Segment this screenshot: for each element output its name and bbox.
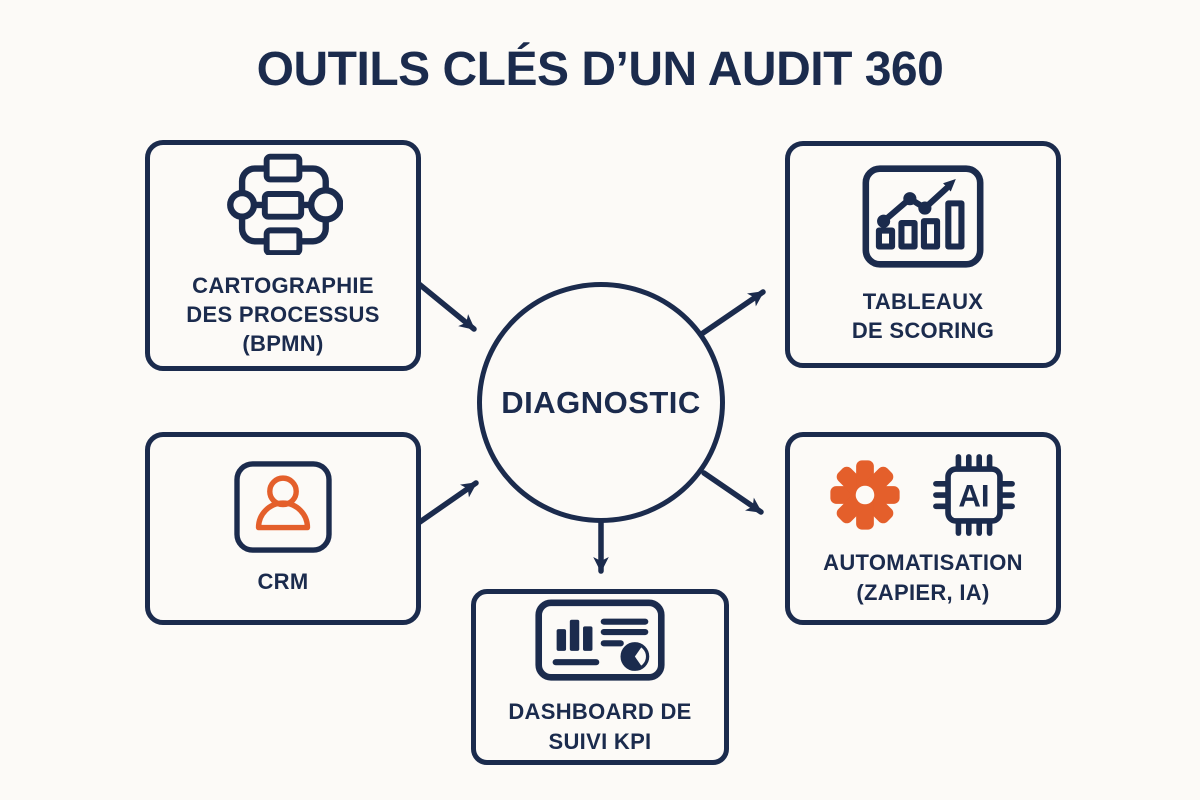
- node-label: DASHBOARD DE SUIVI KPI: [508, 699, 692, 754]
- node-dashboard-kpi: DASHBOARD DE SUIVI KPI: [471, 589, 729, 765]
- ai-chip-label: AI: [958, 479, 989, 514]
- ai-chip-icon: AI: [929, 450, 1019, 540]
- scoring-chart-icon: [861, 164, 985, 269]
- node-automatisation: AI AUTOMATISATION (ZAPIER, IA): [785, 432, 1061, 625]
- arrow-bpmn-to-diagnostic: [416, 281, 477, 332]
- node-label: AUTOMATISATION (ZAPIER, IA): [823, 550, 1023, 605]
- arrow-diagnostic-to-automatisation: [701, 470, 764, 515]
- node-tableaux-scoring: TABLEAUX DE SCORING: [785, 141, 1061, 368]
- zapier-asterisk-icon: [827, 457, 903, 533]
- arrow-diagnostic-to-scoring: [700, 289, 766, 336]
- arrow-crm-to-diagnostic: [414, 480, 479, 527]
- node-cartographie-processus: CARTOGRAPHIE DES PROCESSUS (BPMN): [145, 140, 421, 371]
- node-label: CRM: [257, 568, 309, 594]
- diagnostic-circle: DIAGNOSTIC: [477, 282, 725, 523]
- bpmn-process-map-icon: [223, 153, 344, 256]
- automation-icons: AI: [827, 450, 1019, 540]
- node-label: TABLEAUX DE SCORING: [851, 288, 995, 343]
- node-crm: CRM: [145, 432, 421, 625]
- node-label: CARTOGRAPHIE DES PROCESSUS (BPMN): [186, 272, 380, 357]
- kpi-dashboard-icon: [534, 598, 666, 683]
- crm-user-icon: [234, 461, 332, 553]
- page-title: OUTILS CLÉS D’UN AUDIT 360: [256, 43, 944, 96]
- diagnostic-label: DIAGNOSTIC: [501, 384, 701, 420]
